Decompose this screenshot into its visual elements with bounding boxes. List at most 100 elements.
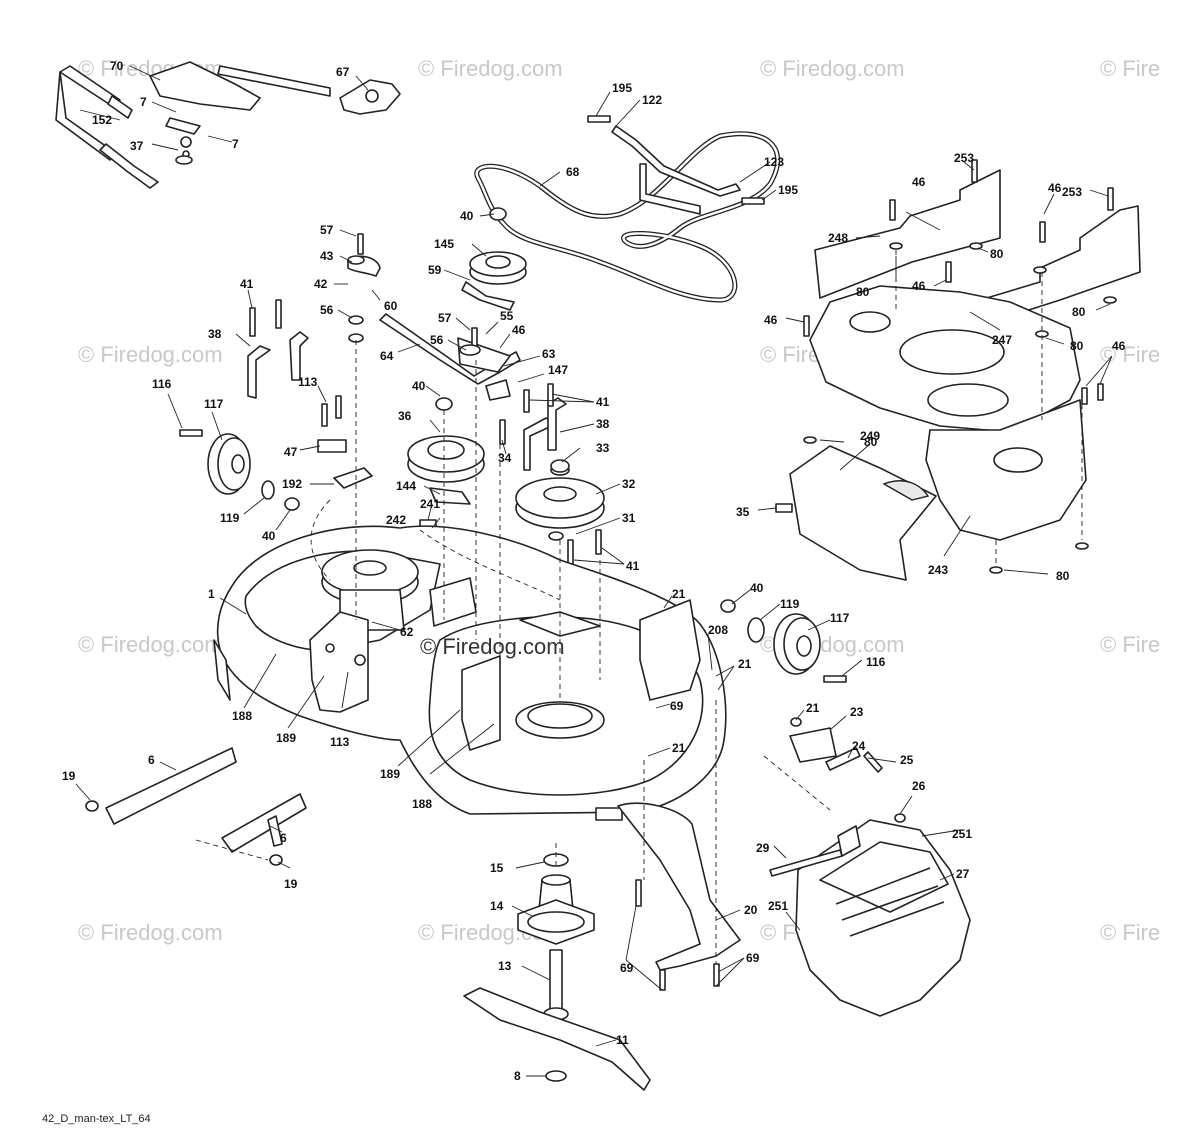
callout-26: 26 (912, 779, 926, 793)
belt-guide (587, 115, 765, 215)
callout-25: 25 (900, 753, 914, 767)
callout-116: 116 (866, 655, 886, 669)
callout-47: 47 (284, 445, 298, 459)
callout-40: 40 (460, 209, 474, 223)
callout-253: 253 (1062, 185, 1082, 199)
callout-6: 6 (280, 831, 287, 845)
deflector-plate (617, 802, 741, 971)
callout-46: 46 (764, 313, 778, 327)
callout-189: 189 (276, 731, 296, 745)
callout-62: 62 (400, 625, 414, 639)
callout-11: 11 (616, 1033, 629, 1047)
callout-116: 116 (152, 377, 172, 391)
callout-117: 117 (204, 397, 224, 411)
callout-37: 37 (130, 139, 144, 153)
callout-119: 119 (220, 511, 240, 525)
callout-59: 59 (428, 263, 442, 277)
callout-69: 69 (670, 699, 684, 713)
mower-blade (463, 987, 651, 1091)
callout-80: 80 (1056, 569, 1070, 583)
callout-152: 152 (92, 113, 112, 127)
callout-19: 19 (62, 769, 76, 783)
callout-46: 46 (1112, 339, 1126, 353)
stabilizer-brackets (85, 747, 307, 866)
watermark: © Fire (1100, 920, 1160, 945)
callout-34: 34 (498, 451, 512, 465)
callout-113: 113 (330, 735, 350, 749)
callout-1: 1 (208, 587, 215, 601)
callout-241: 241 (420, 497, 440, 511)
callout-145: 145 (434, 237, 454, 251)
callout-29: 29 (756, 841, 770, 855)
callout-41: 41 (626, 559, 640, 573)
callout-21: 21 (738, 657, 752, 671)
callout-55: 55 (500, 309, 514, 323)
callout-20: 20 (744, 903, 758, 917)
center-watermark: © Firedog.com (420, 634, 565, 659)
callout-21: 21 (672, 741, 686, 755)
callout-13: 13 (498, 959, 512, 973)
watermark: © Fire (1100, 342, 1160, 367)
gauge-wheel-left (207, 433, 251, 495)
callout-15: 15 (490, 861, 504, 875)
callout-31: 31 (622, 511, 636, 525)
gauge-wheel-right (773, 613, 821, 675)
callout-188: 188 (412, 797, 432, 811)
callout-57: 57 (438, 311, 452, 325)
callout-80: 80 (1070, 339, 1084, 353)
gauge-brackets (247, 331, 567, 489)
lift-linkage (55, 61, 331, 189)
callout-189: 189 (380, 767, 400, 781)
watermark: © Firedog.com (78, 920, 223, 945)
belt-keeper (789, 727, 883, 773)
callout-6: 6 (148, 753, 155, 767)
spindle-assembly (517, 853, 595, 1021)
mower-deck (213, 525, 727, 821)
callout-33: 33 (596, 441, 610, 455)
callout-80: 80 (990, 247, 1004, 261)
watermark: © Fire (1100, 632, 1160, 657)
callout-24: 24 (852, 739, 866, 753)
callout-42: 42 (314, 277, 328, 291)
callout-56: 56 (430, 333, 444, 347)
callout-113: 113 (298, 375, 318, 389)
watermark: © Firedog.com (78, 342, 223, 367)
callout-38: 38 (208, 327, 222, 341)
callout-195: 195 (778, 183, 798, 197)
callout-122: 122 (642, 93, 662, 107)
callout-35: 35 (736, 505, 750, 519)
callout-23: 23 (850, 705, 864, 719)
callout-41: 41 (596, 395, 610, 409)
callout-64: 64 (380, 349, 394, 363)
callout-41: 41 (240, 277, 254, 291)
callout-80: 80 (864, 435, 878, 449)
callout-67: 67 (336, 65, 350, 79)
callout-21: 21 (672, 587, 686, 601)
idler-pulley-36 (407, 435, 485, 505)
callout-147: 147 (548, 363, 568, 377)
callout-192: 192 (282, 477, 302, 491)
callout-144: 144 (396, 479, 416, 493)
callout-249: 249 (860, 429, 880, 443)
idler-pulley-145 (461, 251, 527, 311)
callout-251: 251 (768, 899, 788, 913)
discharge-chute (769, 819, 971, 1017)
callout-247: 247 (992, 333, 1012, 347)
callout-56: 56 (320, 303, 334, 317)
callout-60: 60 (384, 299, 398, 313)
callout-32: 32 (622, 477, 636, 491)
callout-188: 188 (232, 709, 252, 723)
callout-63: 63 (542, 347, 556, 361)
callout-7: 7 (232, 137, 239, 151)
callout-14: 14 (490, 899, 504, 913)
callout-40: 40 (412, 379, 426, 393)
callout-8: 8 (514, 1069, 521, 1083)
leader-lines (75, 65, 1113, 1077)
callout-labels: 70 67 7 7 152 37 195 122 68 123 195 253 … (62, 59, 1126, 1083)
callout-119: 119 (780, 597, 800, 611)
callout-40: 40 (750, 581, 764, 595)
callout-80: 80 (1072, 305, 1086, 319)
callout-117: 117 (830, 611, 850, 625)
callout-57: 57 (320, 223, 334, 237)
